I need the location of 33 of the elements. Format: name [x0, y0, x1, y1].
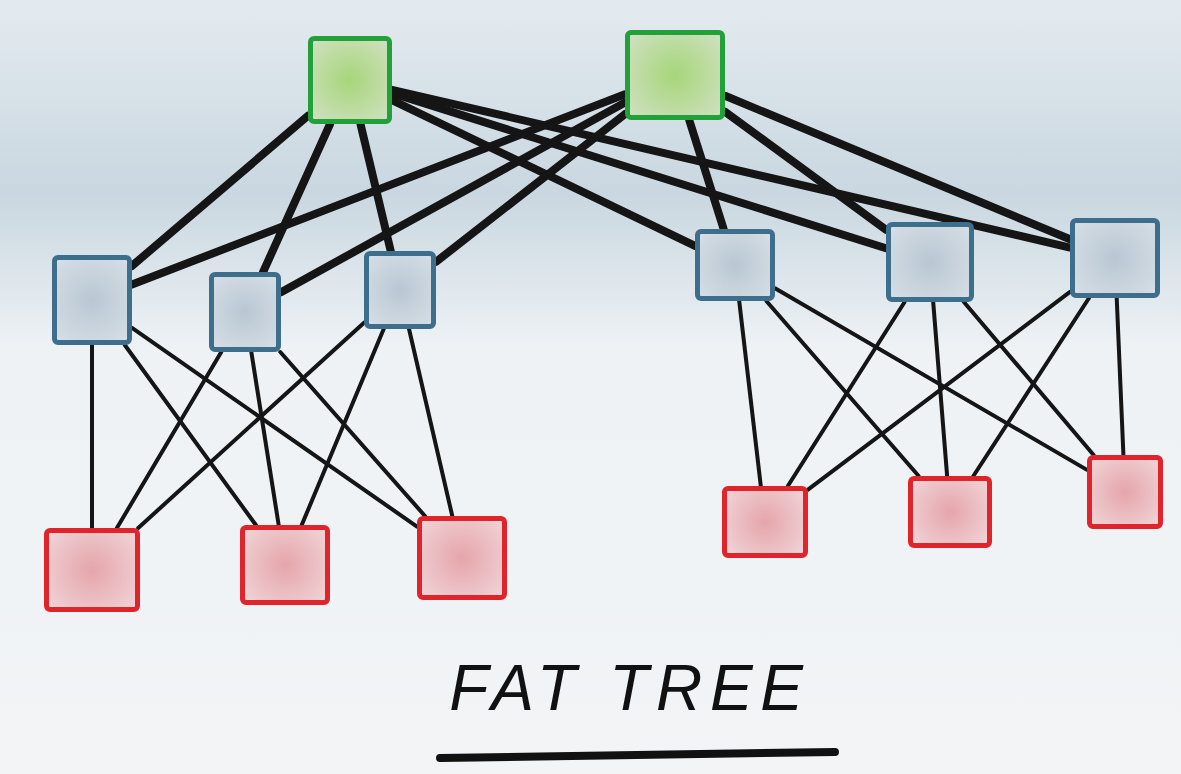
switch-box [625, 30, 725, 120]
connector-line [114, 350, 224, 530]
switch-box [417, 516, 507, 600]
switch-box [1087, 455, 1163, 529]
connector-line [278, 350, 427, 518]
connector-line [961, 300, 1096, 457]
switch-box [886, 222, 974, 302]
connector-line [806, 289, 1072, 492]
connector-line [122, 343, 258, 527]
connector-line [785, 300, 907, 488]
connector-line [971, 296, 1091, 478]
connector-line [136, 320, 366, 530]
connector-line [931, 300, 950, 478]
switch-box [240, 525, 330, 605]
connector-line [299, 327, 386, 527]
switch-box [695, 229, 775, 301]
switch-box [364, 251, 436, 329]
title: FAT TREE [448, 651, 812, 726]
switch-box [722, 486, 808, 558]
connector-line [737, 299, 763, 488]
switch-box [209, 272, 281, 352]
connector-line [764, 299, 921, 478]
connector-line [773, 286, 1089, 472]
connector-line [90, 343, 94, 530]
switch-box [1070, 218, 1160, 298]
connector-line [249, 350, 281, 527]
connector-line [407, 327, 455, 518]
switch-box [908, 476, 992, 548]
connector-line [130, 325, 419, 529]
switch-box [44, 528, 140, 612]
switch-box [52, 255, 132, 345]
switch-box [308, 36, 392, 124]
connector-line [1114, 296, 1126, 457]
